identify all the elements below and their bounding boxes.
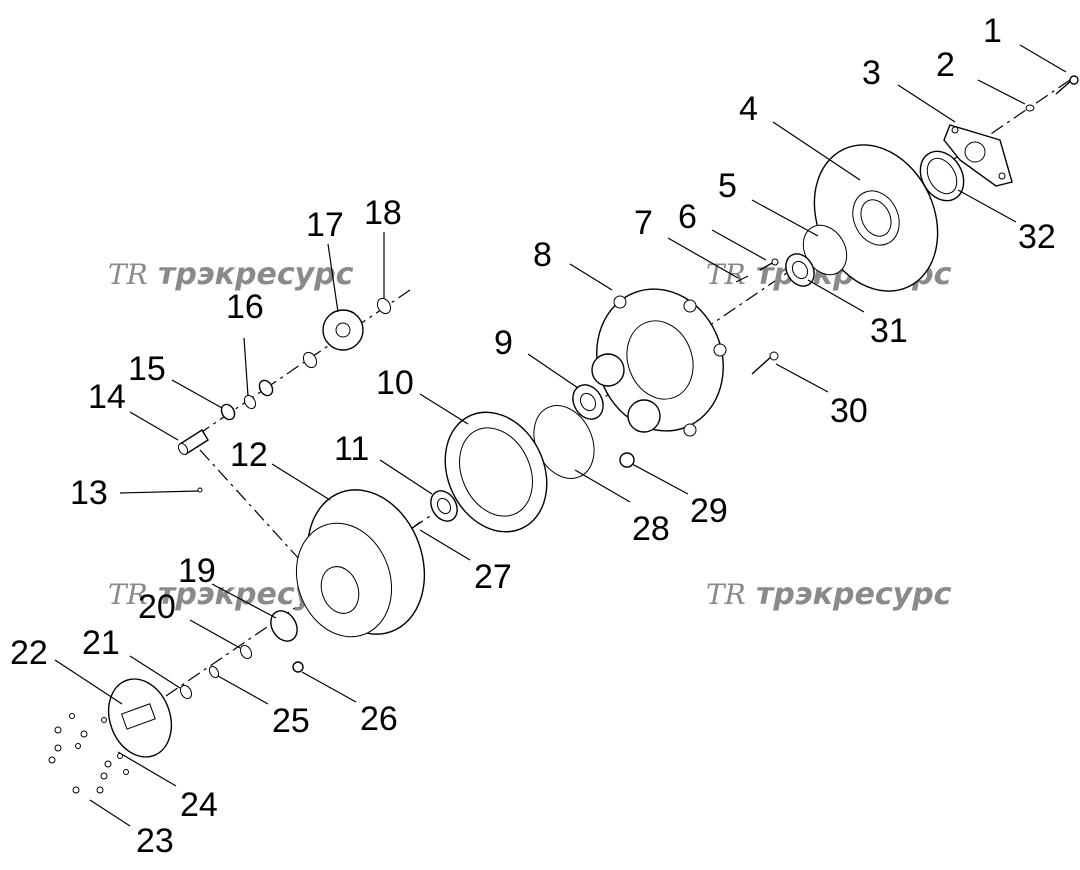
callout-25: 25 bbox=[272, 702, 310, 740]
callout-2: 2 bbox=[936, 46, 955, 84]
callout-20: 20 bbox=[138, 588, 176, 626]
callout-27: 27 bbox=[474, 558, 512, 596]
part-30-bolt bbox=[751, 351, 779, 375]
part-8-planet-carrier bbox=[591, 288, 727, 437]
part-17-planet-gear bbox=[302, 309, 364, 369]
callout-23: 23 bbox=[136, 822, 174, 860]
part-9-bearing bbox=[572, 384, 604, 420]
callout-22: 22 bbox=[10, 634, 48, 672]
svg-text:TR: TR bbox=[108, 578, 148, 611]
callout-8: 8 bbox=[533, 236, 552, 274]
svg-text:TR: TR bbox=[108, 258, 148, 291]
callout-6: 6 bbox=[678, 198, 697, 236]
part-20-circlip bbox=[239, 644, 253, 660]
callout-31: 31 bbox=[870, 312, 908, 350]
watermark-1: TR трэкресурс bbox=[108, 257, 354, 292]
part-23-screws bbox=[48, 726, 112, 794]
part-27-pin bbox=[411, 521, 421, 529]
part-19-sun-gear bbox=[270, 610, 298, 642]
watermark-4: TR трэкресурс bbox=[706, 577, 952, 612]
callout-32: 32 bbox=[1018, 218, 1056, 256]
callout-15: 15 bbox=[128, 350, 166, 388]
part-25-plug bbox=[208, 665, 220, 679]
callout-26: 26 bbox=[360, 700, 398, 738]
part-3-flange-plate bbox=[943, 124, 1013, 187]
part-15-needle-bearing bbox=[220, 403, 236, 421]
part-2-washer bbox=[1025, 104, 1035, 112]
callout-19: 19 bbox=[178, 552, 216, 590]
callout-11: 11 bbox=[334, 430, 369, 468]
callout-17: 17 bbox=[306, 206, 344, 244]
part-32-seal bbox=[919, 150, 965, 202]
svg-text:трэкресурс: трэкресурс bbox=[756, 577, 952, 612]
part-31-bearing bbox=[785, 253, 815, 287]
callout-24: 24 bbox=[180, 786, 218, 824]
part-6-screw bbox=[759, 258, 779, 271]
part-14-shaft bbox=[177, 429, 209, 456]
callout-numbers: 1 2 3 4 5 6 7 8 9 10 11 12 13 14 15 16 1… bbox=[10, 12, 1056, 860]
part-22-cover bbox=[107, 678, 173, 758]
callout-28: 28 bbox=[632, 510, 670, 548]
callout-30: 30 bbox=[830, 392, 868, 430]
callout-4: 4 bbox=[739, 90, 758, 128]
part-18-washer bbox=[376, 297, 392, 315]
svg-text:трэкресурс: трэкресурс bbox=[158, 257, 354, 292]
part-26-nut bbox=[292, 661, 304, 673]
callout-29: 29 bbox=[690, 492, 728, 530]
part-10-ring-gear bbox=[444, 411, 548, 533]
part-12-housing bbox=[295, 489, 426, 638]
callout-7: 7 bbox=[634, 204, 653, 242]
callout-5: 5 bbox=[718, 167, 737, 205]
part-24-washers bbox=[69, 713, 129, 775]
part-21-seal bbox=[179, 684, 193, 700]
callout-21: 21 bbox=[82, 624, 120, 662]
callout-9: 9 bbox=[494, 324, 513, 362]
callout-10: 10 bbox=[376, 364, 414, 402]
part-7-pin bbox=[735, 275, 749, 283]
part-16-spacer bbox=[243, 379, 274, 410]
callout-12: 12 bbox=[230, 436, 268, 474]
callout-3: 3 bbox=[862, 54, 881, 92]
callout-1: 1 bbox=[983, 12, 1002, 50]
callout-13: 13 bbox=[70, 474, 108, 512]
part-11-spacer bbox=[430, 490, 458, 522]
svg-text:TR: TR bbox=[706, 578, 746, 611]
callout-14: 14 bbox=[88, 378, 126, 416]
part-13-pin bbox=[197, 487, 203, 493]
leader-lines bbox=[54, 44, 1067, 827]
callout-16: 16 bbox=[226, 288, 264, 326]
part-29-nut bbox=[619, 452, 635, 468]
part-1-bolt bbox=[1055, 75, 1079, 95]
callout-18: 18 bbox=[364, 194, 402, 232]
